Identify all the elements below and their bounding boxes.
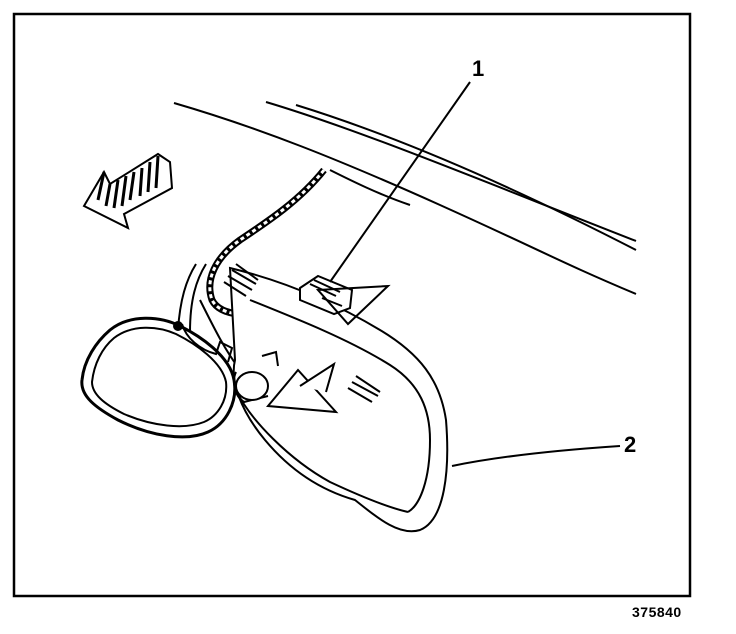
callout-triangles <box>266 284 391 414</box>
mirror-connector <box>299 274 354 316</box>
diagram-border <box>12 12 692 598</box>
windshield-lines <box>173 101 637 295</box>
callout-label-2: 2 <box>624 432 637 457</box>
mirror-glass <box>80 316 237 439</box>
reference-number: 375840 <box>632 604 682 620</box>
direction-arrow <box>82 152 174 230</box>
mirror-stem <box>173 263 279 404</box>
leader-line-2 <box>451 445 621 467</box>
leader-line-1 <box>329 81 471 283</box>
callout-label-1: 1 <box>472 56 485 81</box>
mount-vents <box>223 263 381 403</box>
leader-lines <box>329 81 621 467</box>
